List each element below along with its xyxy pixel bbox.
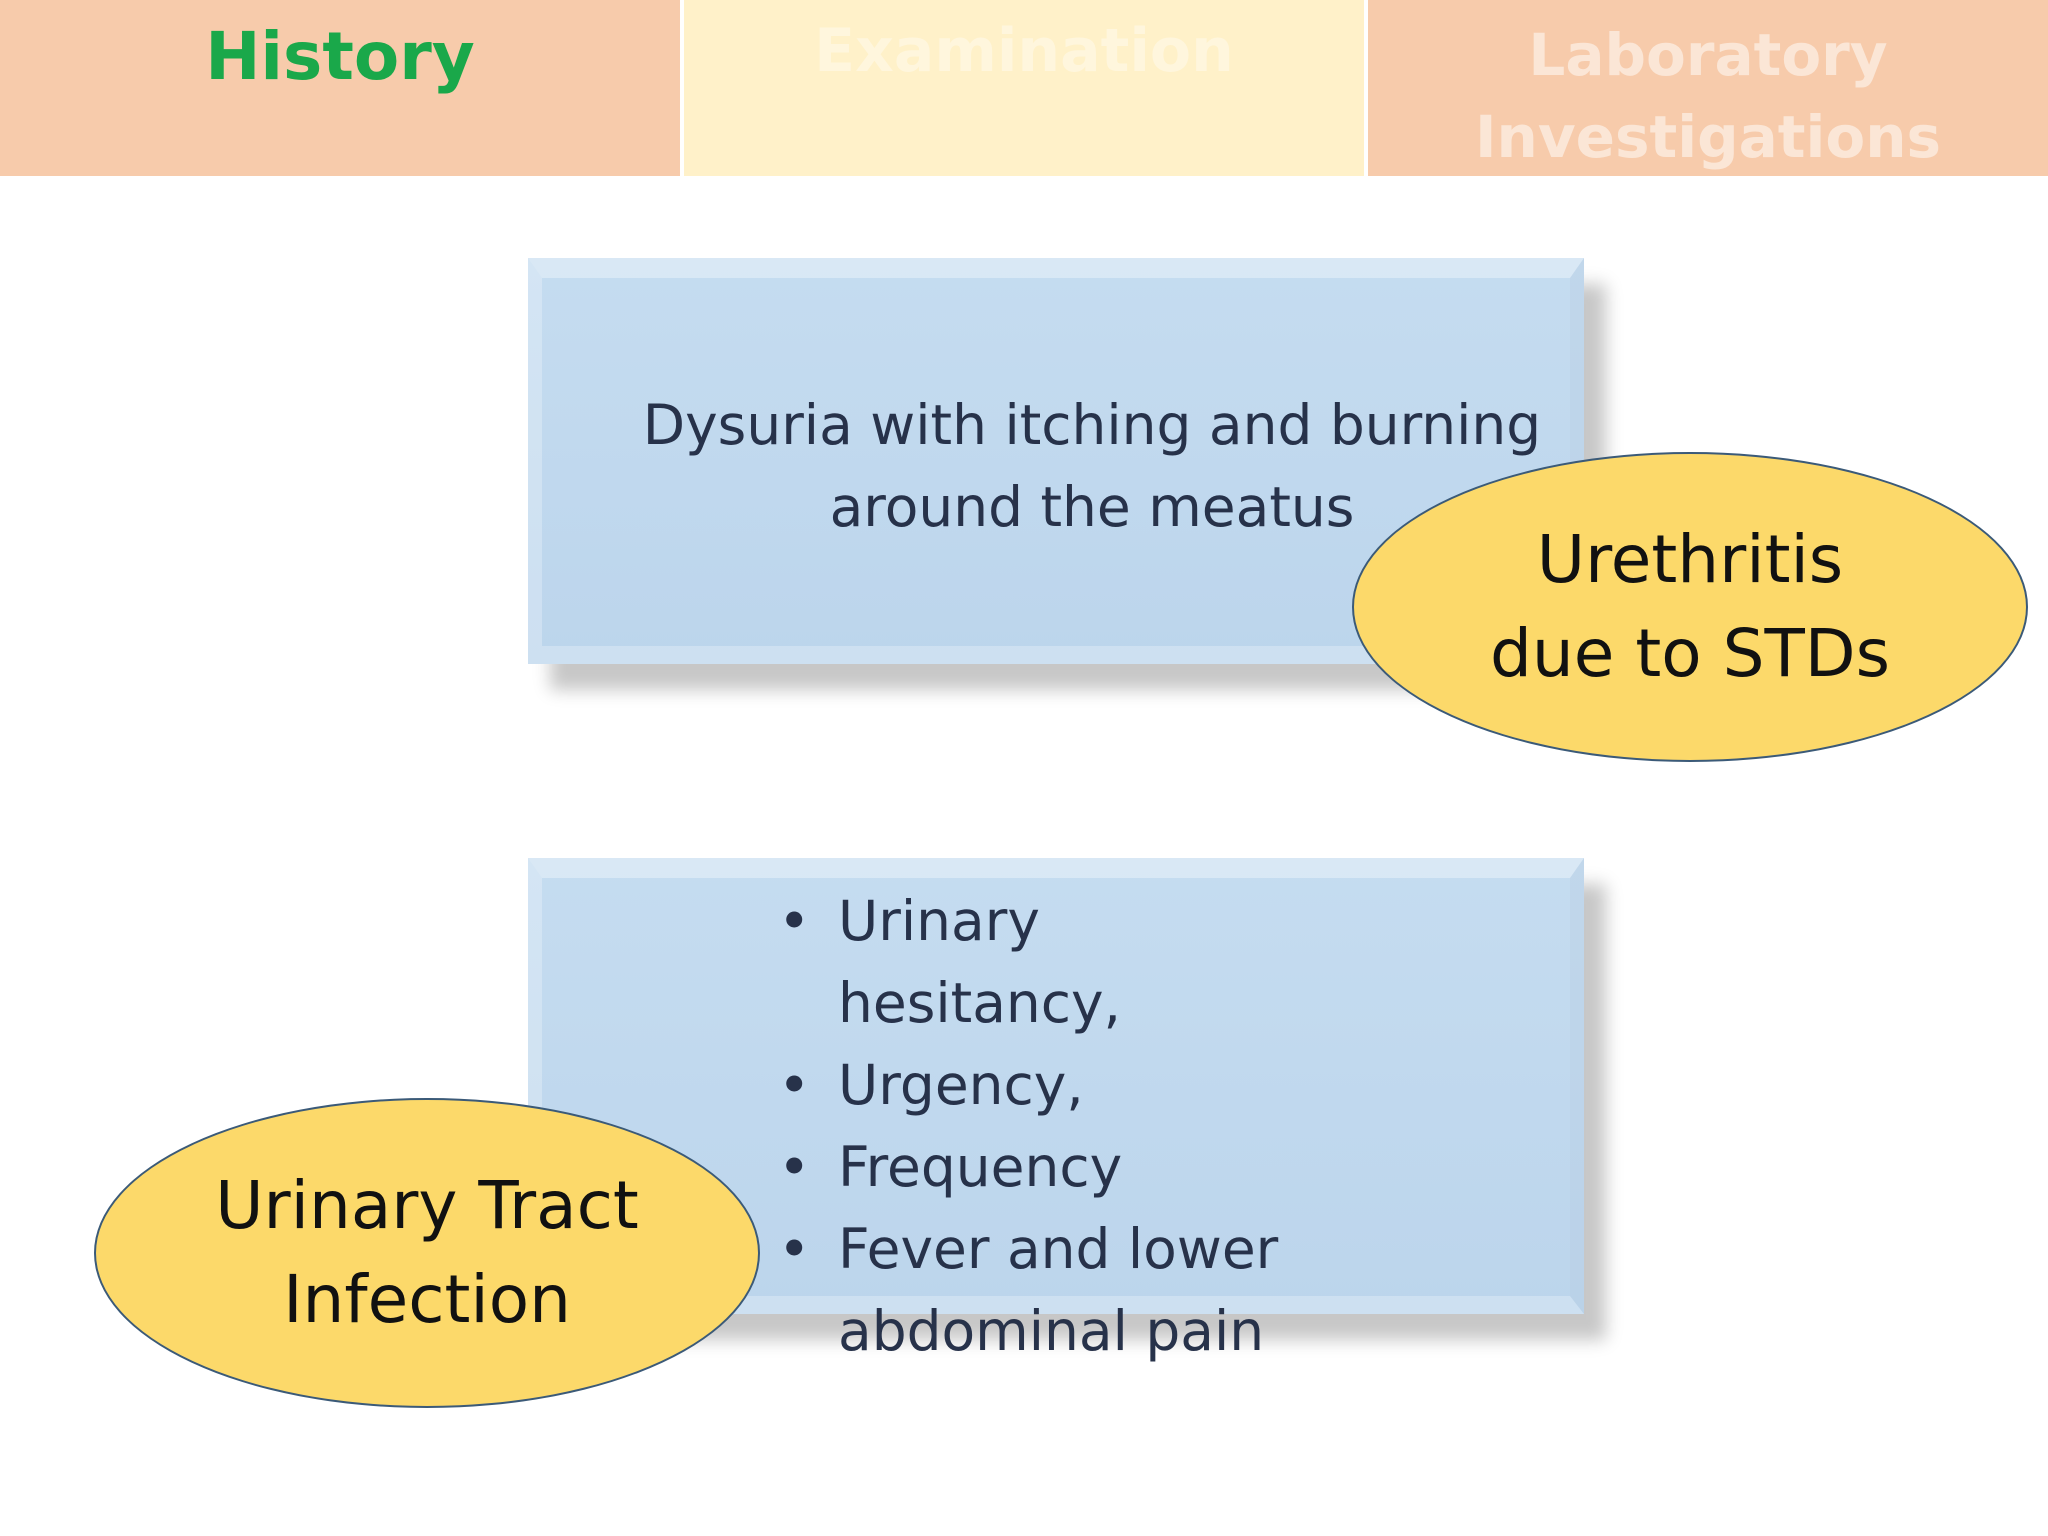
symptom-card-dysuria: Dysuria with itching and burning around …	[528, 258, 1584, 664]
dysuria-line-1: Dysuria with itching and burning	[642, 393, 1542, 457]
symptom-card-dysuria-text: Dysuria with itching and burning around …	[640, 384, 1544, 548]
uti-line-1: Urinary Tract	[215, 1167, 639, 1244]
bullet-icon: •	[778, 889, 811, 953]
tab-laboratory-label-line2: Investigations	[1474, 103, 1942, 171]
uti-line-2: Infection	[283, 1261, 571, 1338]
list-item-text: Urgency,	[838, 1053, 1084, 1117]
urethritis-line-2: due to STDs	[1490, 615, 1890, 692]
list-item: • Fever and lower abdominal pain	[778, 1208, 1298, 1372]
uti-symptom-list: • Urinary hesitancy, • Urgency, • Freque…	[778, 880, 1298, 1372]
tab-history-label: History	[205, 18, 475, 95]
tab-history[interactable]: History	[0, 0, 680, 176]
list-item-text: Fever and lower abdominal pain	[838, 1217, 1279, 1363]
urethritis-line-1: Urethritis	[1536, 521, 1844, 598]
tab-examination[interactable]: Examination	[684, 0, 1364, 176]
list-item: • Frequency	[778, 1126, 1298, 1208]
bullet-icon: •	[778, 1217, 811, 1281]
tab-laboratory-investigations[interactable]: Laboratory Investigations	[1368, 0, 2048, 176]
dysuria-line-2: around the meatus	[829, 475, 1355, 539]
tab-laboratory-label-line1: Laboratory	[1528, 21, 1888, 89]
bullet-icon: •	[778, 1053, 811, 1117]
list-item: • Urinary hesitancy,	[778, 880, 1298, 1044]
list-item: • Urgency,	[778, 1044, 1298, 1126]
tab-examination-label: Examination	[814, 16, 1234, 86]
list-item-text: Urinary hesitancy,	[838, 889, 1122, 1035]
list-item-text: Frequency	[838, 1135, 1123, 1199]
diagnosis-oval-uti: Urinary Tract Infection	[94, 1098, 760, 1408]
bullet-icon: •	[778, 1135, 811, 1199]
diagnosis-oval-urethritis: Urethritis due to STDs	[1352, 452, 2028, 762]
